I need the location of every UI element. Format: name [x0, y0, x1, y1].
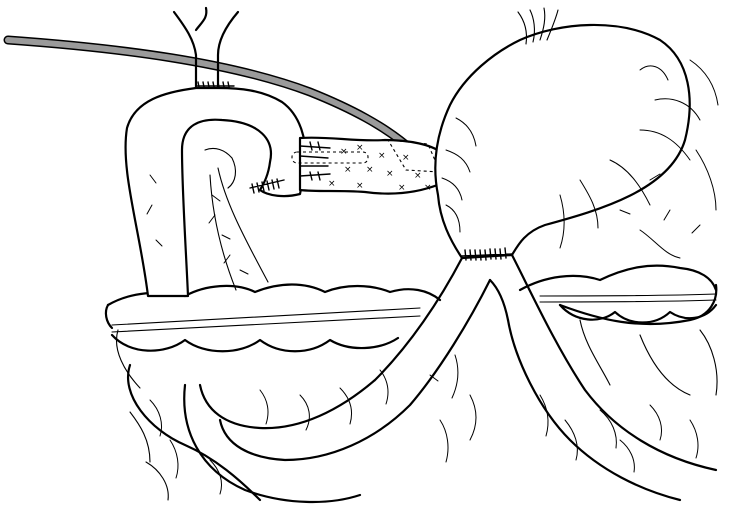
small-bowel-loops [150, 255, 716, 502]
svg-text:×: × [340, 147, 348, 157]
mesentery-background [117, 285, 718, 500]
esophagus-stump [174, 8, 238, 92]
svg-text:×: × [402, 153, 410, 163]
svg-text:×: × [344, 165, 352, 175]
svg-text:×: × [366, 165, 374, 175]
svg-text:×: × [378, 151, 386, 161]
svg-text:×: × [328, 179, 336, 189]
svg-text:×: × [424, 183, 432, 193]
jejunal-loop [126, 88, 306, 296]
svg-text:×: × [386, 169, 394, 179]
svg-text:×: × [356, 181, 364, 191]
svg-text:×: × [414, 171, 422, 181]
stomach [435, 8, 718, 260]
svg-text:×: × [398, 183, 406, 193]
pancreaticojejunostomy: × × × × × × × × × × × × [292, 138, 440, 194]
svg-text:×: × [356, 143, 364, 153]
